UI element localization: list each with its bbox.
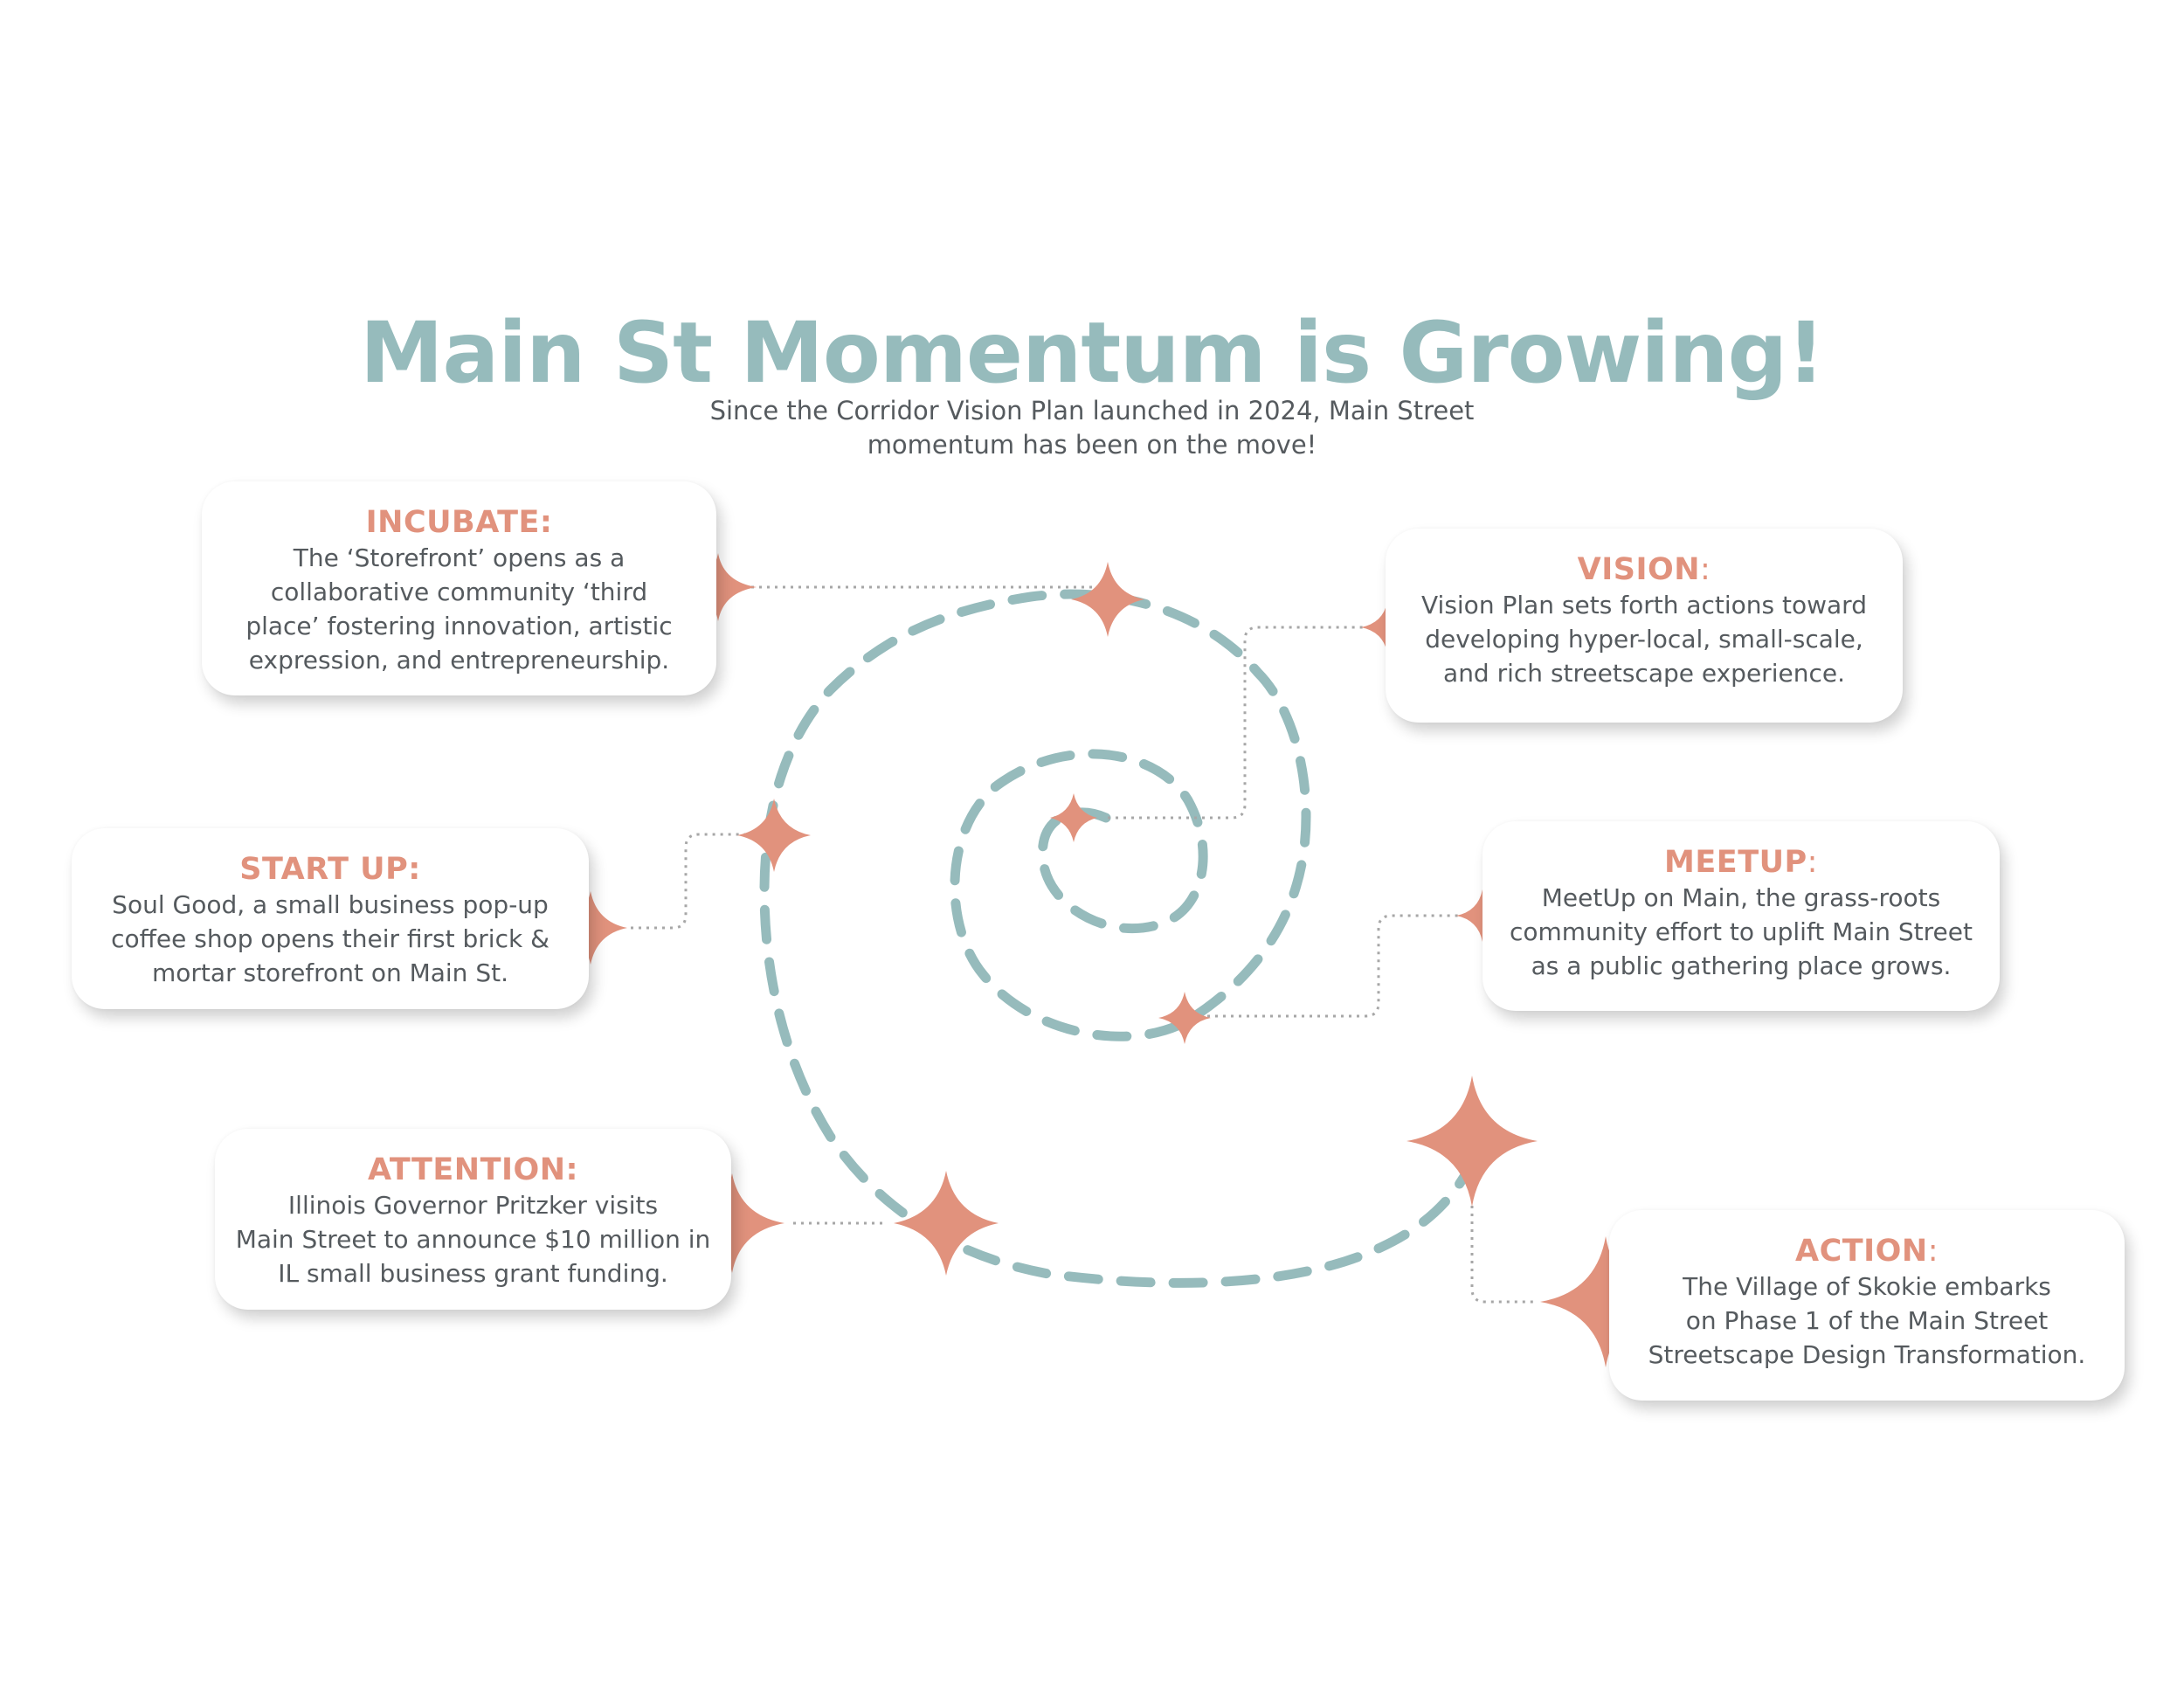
star-action-spiral [1406,1076,1538,1207]
description-line: MeetUp on Main, the grass-roots [1541,883,1941,912]
description-line: Streetscape Design Transformation. [1648,1340,2086,1369]
description-line: Vision Plan sets forth actions toward [1421,591,1867,619]
description-line: IL small business grant funding. [278,1259,668,1288]
connector-meetup [1184,914,1476,1018]
description-line: as a public gathering place grows. [1531,951,1952,980]
star-incubate [680,553,757,621]
description-line: mortar storefront on Main St. [152,958,508,987]
connector-action [1470,1206,1533,1304]
milestone-heading-colon: : [1927,1234,1939,1269]
connector-startup [631,833,773,930]
milestone-description: Soul Good, a small business pop-up coffe… [72,888,589,990]
milestone-heading-colon: : [1807,845,1818,880]
milestone-heading-text: MEETUP [1664,845,1807,880]
star-attention [680,1173,784,1273]
milestone-heading-text: ACTION [1794,1234,1928,1269]
milestone-heading: VISION: [1386,551,1903,588]
milestone-heading: MEETUP: [1482,844,2000,881]
description-line: expression, and entrepreneurship. [248,646,670,675]
description-line: Main Street to announce $10 million in [235,1225,711,1254]
subtitle-line: Since the Corridor Vision Plan launched … [709,396,1475,425]
description-line: Illinois Governor Pritzker visits [287,1191,659,1220]
milestone-description: Vision Plan sets forth actions toward de… [1386,588,1903,690]
milestone-heading-colon: : [1700,552,1711,587]
milestone-card-vision: VISION: Vision Plan sets forth actions t… [1386,529,1903,723]
milestone-description: The ‘Storefront’ opens as a collaborativ… [202,541,716,677]
milestone-card-startup: START UP: Soul Good, a small business po… [72,828,589,1009]
description-line: on Phase 1 of the Main Street [1685,1306,2049,1335]
milestone-description: The Village of Skokie embarks on Phase 1… [1609,1269,2125,1372]
milestone-card-attention: ATTENTION: Illinois Governor Pritzker vi… [215,1129,731,1310]
description-line: The ‘Storefront’ opens as a [293,543,625,572]
milestone-heading: INCUBATE: [365,505,553,540]
star-attention-spiral [894,1171,999,1276]
milestone-heading-text: VISION [1577,552,1701,587]
star-startup [554,891,627,965]
description-line: place’ fostering innovation, artistic [245,612,673,640]
milestone-card-incubate: INCUBATE: The ‘Storefront’ opens as a co… [202,481,716,695]
star-startup-spiral [737,799,811,872]
star-meetup-spiral [1158,992,1211,1044]
description-line: The Village of Skokie embarks [1683,1272,2051,1301]
momentum-spiral [759,589,1473,1288]
page-subtitle: Since the Corridor Vision Plan launched … [699,394,1485,462]
milestone-description: Illinois Governor Pritzker visits Main S… [215,1188,731,1290]
description-line: community effort to uplift Main Street [1510,917,1973,946]
milestone-card-meetup: MEETUP: MeetUp on Main, the grass-roots … [1482,821,2000,1011]
milestone-heading: ACTION: [1609,1233,2125,1269]
milestone-heading: START UP: [239,852,421,887]
milestone-card-action: ACTION: The Village of Skokie embarks on… [1609,1210,2125,1401]
description-line: and rich streetscape experience. [1443,659,1845,688]
description-line: developing hyper-local, small-scale, [1425,625,1863,654]
description-line: coffee shop opens their first brick & [111,924,549,953]
milestone-description: MeetUp on Main, the grass-roots communit… [1482,881,2000,983]
milestone-heading: ATTENTION: [367,1152,579,1187]
star-action [1540,1236,1671,1367]
description-line: Soul Good, a small business pop-up [112,890,549,919]
star-vision-center [1050,793,1097,842]
connector-vision [1108,626,1382,820]
subtitle-line: momentum has been on the move! [867,430,1317,460]
star-incubate-spiral [1071,562,1144,637]
page-title: Main St Momentum is Growing! [359,304,1825,402]
description-line: collaborative community ‘third [270,578,648,606]
connector-lines [631,585,1533,1304]
